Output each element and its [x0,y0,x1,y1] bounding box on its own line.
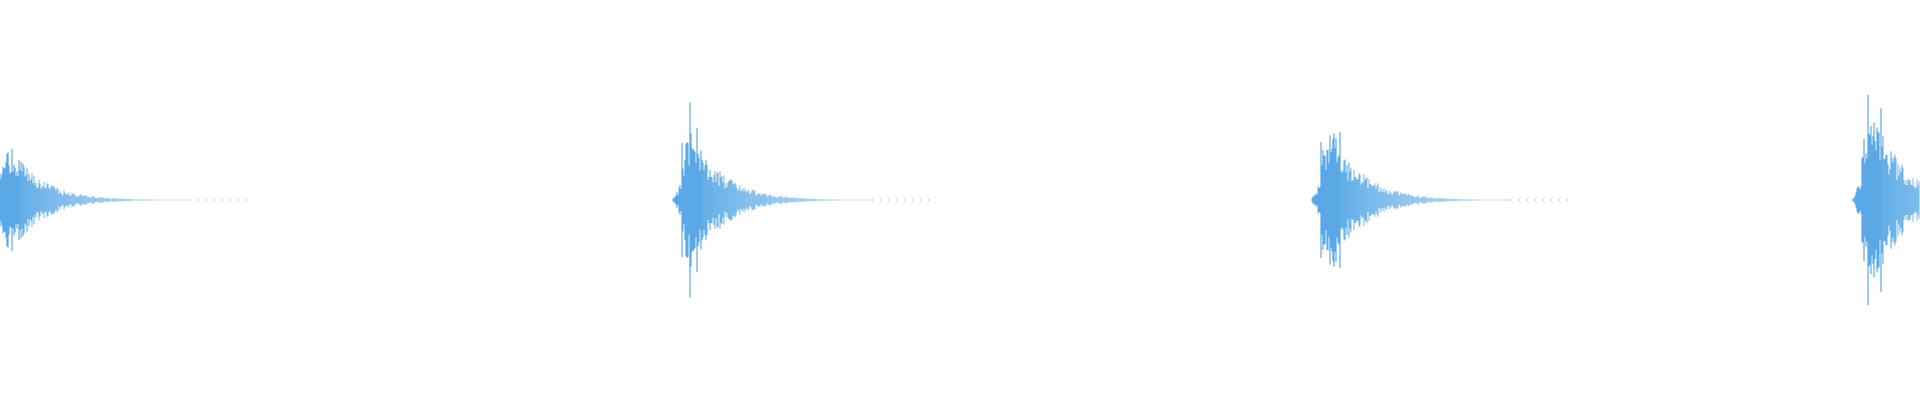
waveform-residue [1567,199,1568,201]
waveform-residue [198,199,199,201]
waveform-peaks [0,94,1920,306]
waveform-residue [1535,199,1536,201]
transient-3 [1311,131,1568,269]
waveform-residue [920,199,921,201]
transient-4 [1852,94,1920,306]
waveform-residue [912,199,913,201]
transient-2 [672,102,929,298]
waveform-residue [1543,199,1544,201]
waveform-residue [214,199,215,201]
waveform-residue [896,199,897,201]
waveform-residue [904,199,905,201]
waveform-residue [1511,199,1512,201]
transient-1 [0,148,247,252]
waveform-residue [206,199,207,201]
waveform-residue [246,199,247,201]
waveform-residue [190,199,191,201]
waveform-residue [1519,199,1520,201]
waveform-residue [880,199,881,201]
waveform-residue [238,199,239,201]
waveform-residue [1527,199,1528,201]
waveform-residue [1551,199,1552,201]
waveform-residue [230,199,231,201]
waveform-residue [872,199,873,201]
waveform-residue [888,199,889,201]
waveform-residue [222,199,223,201]
waveform-residue [1559,199,1560,201]
waveform-residue [928,199,929,201]
